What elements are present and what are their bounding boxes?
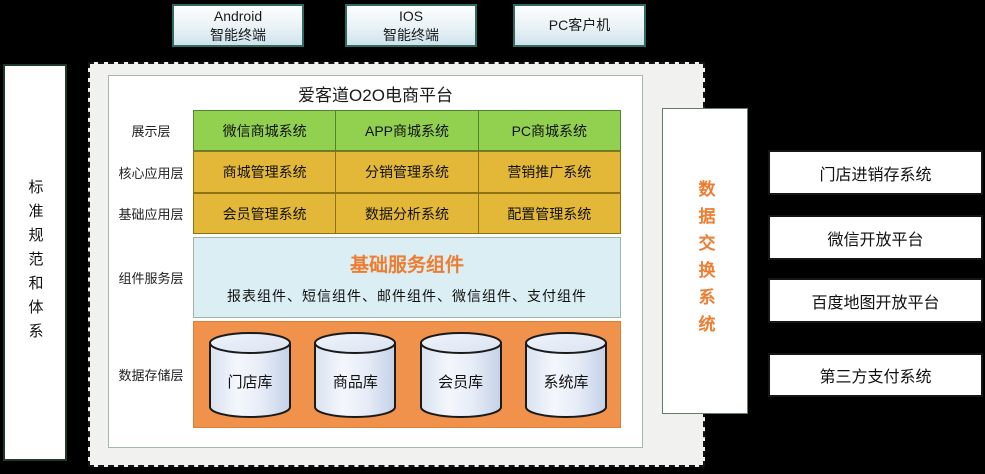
standards-panel-label: 标准规范和体系 bbox=[26, 178, 44, 347]
component-panel-title: 基础服务组件 bbox=[349, 254, 464, 276]
terminal-ios-line2: 智能终端 bbox=[383, 26, 439, 43]
terminal-pc-line1: PC客户机 bbox=[548, 17, 611, 33]
layer-cell: PC商城系统 bbox=[478, 110, 621, 151]
layer-cell: 数据分析系统 bbox=[336, 193, 479, 234]
layer-label-core-app: 核心应用层 bbox=[118, 165, 184, 181]
database-label: 会员库 bbox=[438, 374, 484, 391]
database-cylinder: 系统库 bbox=[524, 331, 608, 419]
platform-title: 爱客道O2O电商平台 bbox=[298, 86, 453, 105]
terminal-ios: IOS 智能终端 bbox=[345, 4, 477, 47]
external-system-label: 百度地图开放平台 bbox=[811, 294, 940, 312]
layer-cell: 营销推广系统 bbox=[478, 151, 621, 193]
database-icon bbox=[524, 332, 607, 418]
layer-label-component: 组件服务层 bbox=[118, 271, 184, 286]
layer-label-display: 展示层 bbox=[131, 124, 171, 139]
layer-label-base-app: 基础应用层 bbox=[118, 207, 184, 222]
database-cylinder: 门店库 bbox=[208, 331, 292, 419]
terminal-android-line2: 智能终端 bbox=[210, 26, 266, 43]
database-icon bbox=[209, 332, 291, 418]
base-app-layer-row: 会员管理系统 数据分析系统 配置管理系统 bbox=[193, 193, 621, 234]
database-cylinder: 会员库 bbox=[419, 331, 503, 419]
external-system-label: 门店进销存系统 bbox=[819, 166, 932, 184]
layer-cell: APP商城系统 bbox=[336, 110, 479, 151]
layer-cell: 配置管理系统 bbox=[478, 193, 621, 234]
core-app-layer-row: 商城管理系统 分销管理系统 营销推广系统 bbox=[193, 151, 621, 193]
database-cylinder: 商品库 bbox=[313, 331, 397, 419]
database-label: 门店库 bbox=[227, 374, 273, 391]
external-system-store-erp: 门店进销存系统 bbox=[768, 150, 983, 195]
external-system-label: 微信开放平台 bbox=[827, 231, 924, 249]
terminal-pc: PC客户机 bbox=[513, 4, 646, 47]
external-system-wechat-open: 微信开放平台 bbox=[768, 215, 983, 260]
component-panel-items: 报表组件、短信组件、邮件组件、微信组件、支付组件 bbox=[227, 287, 587, 304]
terminal-ios-line1: IOS bbox=[398, 7, 424, 24]
database-icon bbox=[419, 332, 502, 418]
terminal-android-line1: Android bbox=[213, 7, 263, 24]
layer-label-storage: 数据存储层 bbox=[118, 368, 184, 383]
external-system-third-party-pay: 第三方支付系统 bbox=[768, 353, 983, 397]
layer-cell: 会员管理系统 bbox=[193, 193, 337, 234]
layer-cell: 微信商城系统 bbox=[193, 110, 337, 151]
component-service-panel: 基础服务组件 报表组件、短信组件、邮件组件、微信组件、支付组件 bbox=[193, 237, 621, 318]
data-exchange-system-panel: 数据交换系统 bbox=[662, 108, 748, 414]
data-exchange-system-label: 数据交换系统 bbox=[695, 180, 715, 342]
platform-container: 爱客道O2O电商平台 展示层 核心应用层 基础应用层 组件服务层 数据存储层 微… bbox=[108, 75, 643, 448]
database-label: 商品库 bbox=[332, 374, 378, 391]
layer-cell: 商城管理系统 bbox=[193, 151, 337, 193]
external-system-label: 第三方支付系统 bbox=[819, 369, 932, 386]
display-layer-row: 微信商城系统 APP商城系统 PC商城系统 bbox=[193, 110, 621, 151]
standards-panel: 标准规范和体系 bbox=[3, 64, 67, 461]
layer-cell: 分销管理系统 bbox=[336, 151, 479, 193]
external-system-baidu-map: 百度地图开放平台 bbox=[768, 278, 983, 323]
database-icon bbox=[314, 332, 397, 418]
terminal-android: Android 智能终端 bbox=[172, 4, 304, 47]
data-storage-panel: 门店库 商品库 会员库 系统库 bbox=[193, 321, 621, 428]
database-label: 系统库 bbox=[543, 374, 589, 391]
